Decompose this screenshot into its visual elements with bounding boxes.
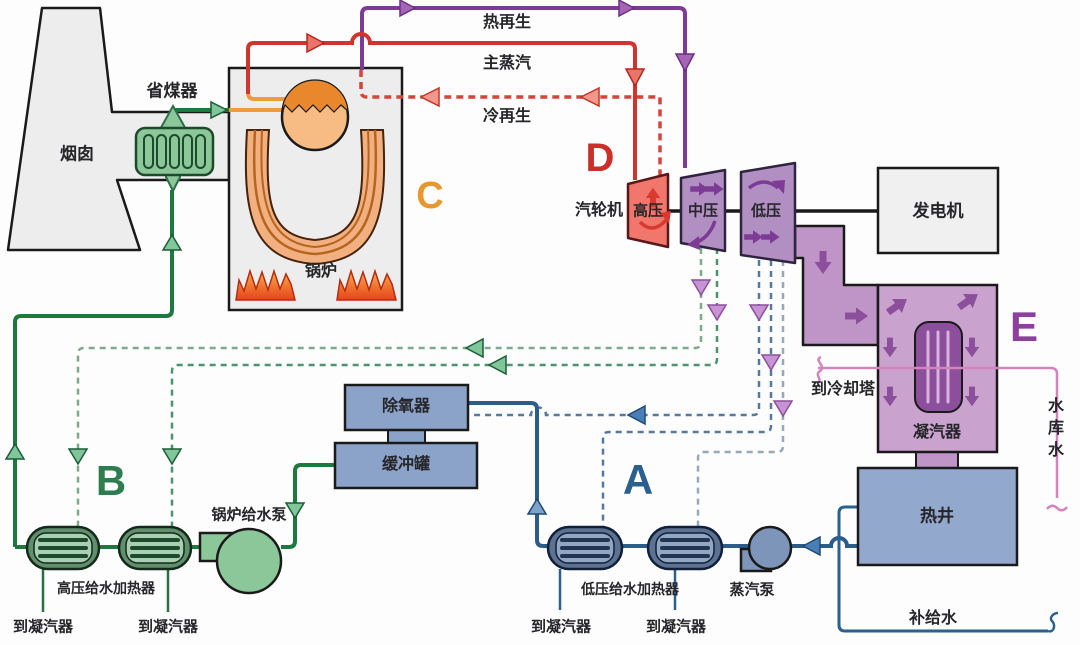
cooling-water-line <box>816 355 1068 512</box>
condensate-line <box>468 401 858 548</box>
lp-heater-2 <box>646 525 724 571</box>
letter-d: D <box>585 136 615 180</box>
boiler-tubes <box>244 129 386 266</box>
letter-c: C <box>416 175 444 217</box>
to-condenser-label-1: 到凝汽器 <box>12 618 74 636</box>
hot-reheat-label: 热再生 <box>482 14 532 31</box>
ip-turbine-shape <box>679 168 727 253</box>
deaerator-shape <box>333 383 479 490</box>
flow-arrows <box>4 0 983 557</box>
exhaust-duct <box>793 224 880 347</box>
lp-turbine-shape <box>739 161 797 265</box>
steam-pump-shape <box>739 525 793 573</box>
buffer-tank-label: 缓冲罐 <box>381 456 431 473</box>
letter-a: A <box>622 456 654 503</box>
economizer-shape <box>134 103 215 194</box>
hot-well-shape <box>856 466 1019 567</box>
boiler-feed-pump-shape <box>198 527 283 595</box>
to-condenser-label-2: 到凝汽器 <box>137 618 199 636</box>
generator-label: 发电机 <box>912 201 964 221</box>
hp-heater-label: 高压给水加热器 <box>57 580 155 596</box>
hp-cylinder-label: 高压 <box>632 202 664 220</box>
hp-heater-2 <box>117 525 193 571</box>
to-condenser-label-4: 到凝汽器 <box>645 618 707 636</box>
heater-drain-lines <box>41 569 677 612</box>
letter-e: E <box>1009 303 1039 350</box>
lp-heater-1 <box>546 525 624 571</box>
to-condenser-label-3: 到凝汽器 <box>530 618 592 636</box>
reservoir-water-label: 水库水 <box>1045 397 1062 463</box>
cold-reheat-line <box>359 70 662 178</box>
chimney-label: 烟囱 <box>60 144 94 164</box>
to-cooling-tower-label: 到冷却塔 <box>810 381 876 398</box>
makeup-water-label: 补给水 <box>908 610 958 627</box>
economizer-label: 省煤器 <box>146 81 198 101</box>
hot-reheat-line <box>360 6 687 168</box>
deaerator-label: 除氧器 <box>381 398 431 415</box>
boiler-drum <box>280 79 350 152</box>
steam-pump-label: 蒸汽泵 <box>729 581 775 599</box>
boiler-feed-pump-label: 锅炉给水泵 <box>211 506 287 524</box>
lp-heater-label: 低压给水加热器 <box>581 581 679 597</box>
ip-cylinder-label: 中压 <box>687 202 719 220</box>
hp-turbine-shape <box>626 172 671 249</box>
flame-icon <box>235 268 397 301</box>
boiler-label: 锅炉 <box>304 263 338 280</box>
generator-shape <box>876 166 1000 255</box>
cold-reheat-label: 冷再生 <box>482 108 532 125</box>
letter-b: B <box>95 457 127 504</box>
extraction-lines <box>76 248 785 529</box>
hot-well-label: 热井 <box>920 506 954 526</box>
condenser-label: 凝汽器 <box>912 424 962 441</box>
lp-cylinder-label: 低压 <box>750 202 782 220</box>
main-steam-label: 主蒸汽 <box>482 55 532 72</box>
main-steam-line <box>229 32 637 180</box>
makeup-water-line <box>837 505 1059 633</box>
steam-turbine-label: 汽轮机 <box>574 202 624 219</box>
hp-heater-1 <box>25 525 101 571</box>
